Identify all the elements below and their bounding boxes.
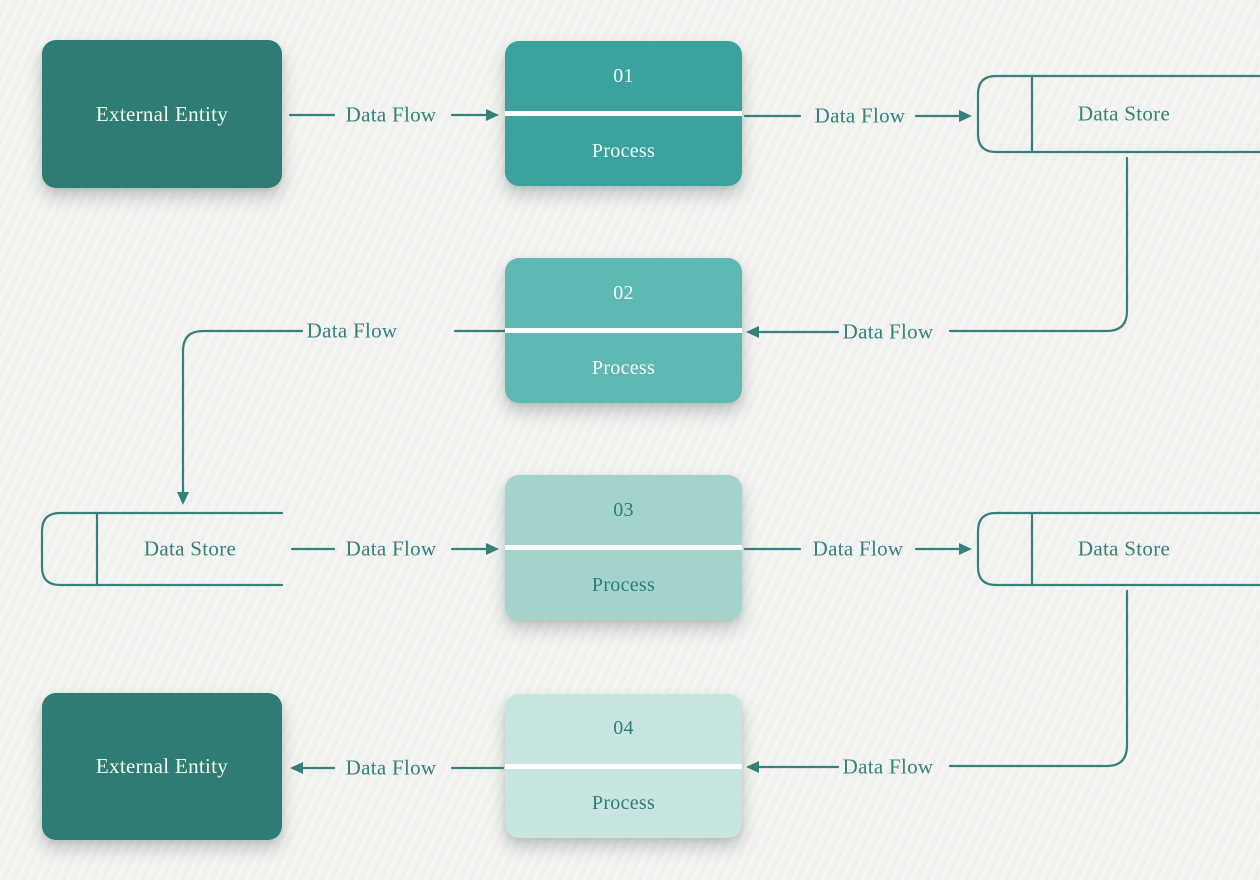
arrowhead-icon	[290, 762, 303, 774]
arrowhead-icon	[746, 326, 759, 338]
arrowhead-icon	[746, 761, 759, 773]
arrowhead-icon	[959, 110, 972, 122]
connector-entity1-to-process01	[288, 109, 499, 121]
process-divider	[505, 328, 742, 333]
process-divider	[505, 763, 742, 769]
connector-process01-to-store1	[743, 110, 972, 122]
process-node-03[interactable]: 03 Process	[505, 475, 742, 620]
process-divider	[505, 111, 742, 116]
process-node-02[interactable]: 02 Process	[505, 258, 742, 403]
process-label: Process	[591, 791, 656, 814]
connector-store1-to-process02	[746, 156, 1129, 338]
external-entity-node-2[interactable]: External Entity	[42, 693, 282, 840]
arrowhead-icon	[177, 492, 189, 505]
process-number: 03	[613, 498, 634, 521]
connector-process04-to-entity2	[290, 762, 505, 774]
data-store-shape-top-right[interactable]	[976, 74, 1260, 154]
arrowhead-icon	[486, 109, 499, 121]
external-entity-label: External Entity	[95, 101, 229, 126]
data-flow-label: Data Flow	[842, 319, 934, 344]
arrowhead-icon	[486, 543, 499, 555]
process-number: 04	[613, 717, 634, 740]
data-store-shape-left[interactable]	[40, 511, 284, 587]
data-store-label: Data Store	[1077, 536, 1171, 561]
data-flow-label: Data Flow	[345, 102, 437, 127]
process-label: Process	[591, 356, 656, 379]
process-divider	[505, 545, 742, 550]
data-flow-label: Data Flow	[842, 754, 934, 779]
connector-store2-to-process03	[290, 543, 499, 555]
process-node-01[interactable]: 01 Process	[505, 41, 742, 186]
data-store-label: Data Store	[1077, 101, 1171, 126]
data-flow-label: Data Flow	[306, 318, 398, 343]
external-entity-node-1[interactable]: External Entity	[42, 40, 282, 188]
data-flow-label: Data Flow	[812, 536, 904, 561]
data-flow-label: Data Flow	[345, 755, 437, 780]
process-number: 01	[613, 64, 634, 87]
connector-process02-to-store2	[177, 329, 507, 505]
data-store-label: Data Store	[143, 536, 237, 561]
arrowhead-icon	[959, 543, 972, 555]
connector-process03-to-store3	[743, 543, 972, 555]
process-label: Process	[591, 139, 656, 162]
connector-store3-to-process04	[746, 589, 1129, 773]
process-node-04[interactable]: 04 Process	[505, 694, 742, 838]
external-entity-label: External Entity	[95, 754, 229, 778]
process-number: 02	[613, 281, 634, 304]
process-label: Process	[591, 573, 656, 596]
data-flow-label: Data Flow	[345, 536, 437, 561]
data-flow-label: Data Flow	[814, 103, 906, 128]
data-store-shape-bottom-right[interactable]	[976, 511, 1260, 587]
